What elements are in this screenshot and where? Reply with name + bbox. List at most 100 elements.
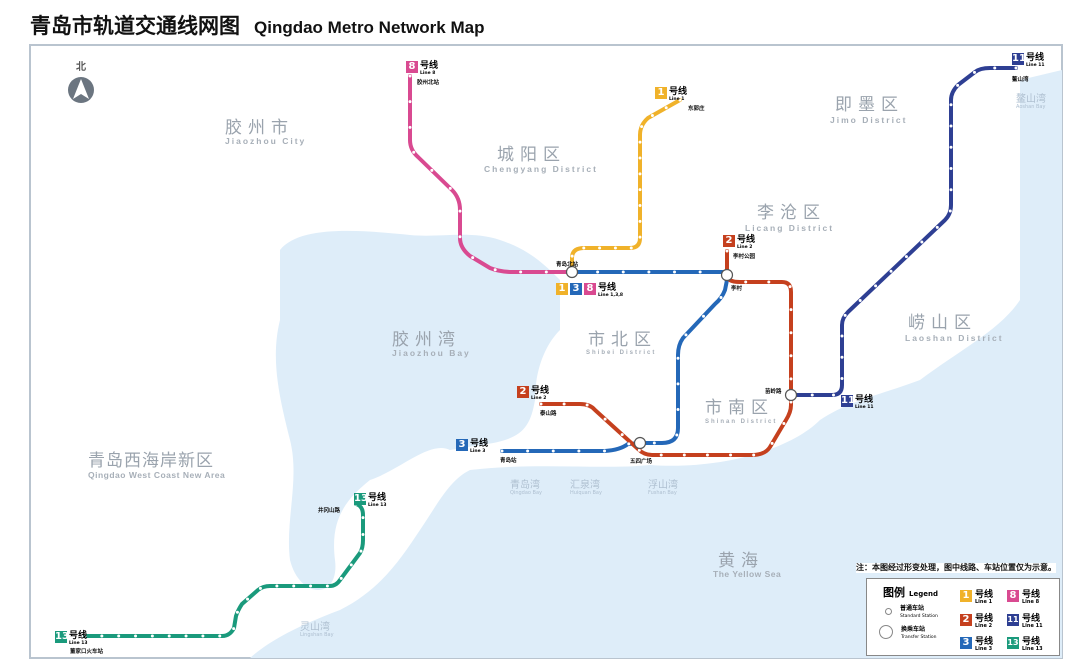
station-dot[interactable] [349,563,353,567]
station-dot[interactable] [810,393,814,397]
station-dot[interactable] [949,103,953,107]
station-dot[interactable] [100,634,104,638]
station-dot[interactable] [582,246,586,250]
station-dot[interactable] [789,377,793,381]
station-dot[interactable] [935,225,939,229]
station-dot[interactable] [167,634,171,638]
station-dot[interactable] [613,246,617,250]
station-dot[interactable] [638,172,642,176]
station-dot[interactable] [673,270,677,274]
station-dot[interactable] [702,314,706,318]
station-dot[interactable] [729,453,733,457]
transfer-station-may-fourth[interactable] [633,436,647,450]
station-dot[interactable] [134,634,138,638]
station-dot[interactable] [684,333,688,337]
station-dot[interactable] [767,280,771,284]
station-dot[interactable] [361,516,365,520]
station-dot[interactable] [246,597,250,601]
station-dot[interactable] [598,246,602,250]
station-dot[interactable] [675,433,679,437]
station-dot[interactable] [638,219,642,223]
station-dot[interactable] [258,586,262,590]
station-dot[interactable] [840,334,844,338]
station-dot[interactable] [309,584,313,588]
station-dot[interactable] [676,356,680,360]
station-dot[interactable] [408,125,412,129]
station-dot[interactable] [150,634,154,638]
station-dot[interactable] [408,74,412,78]
station-dot[interactable] [682,453,686,457]
station-dot[interactable] [831,393,835,397]
station-dot[interactable] [603,417,607,421]
station-dot[interactable] [659,453,663,457]
station-dot[interactable] [782,422,786,426]
station-dot[interactable] [458,209,462,213]
station-dot[interactable] [678,98,682,102]
station-dot[interactable] [705,453,709,457]
station-dot[interactable] [972,70,976,74]
station-dot[interactable] [1014,66,1018,70]
station-dot[interactable] [638,188,642,192]
station-dot[interactable] [117,634,121,638]
station-dot[interactable] [949,167,953,171]
station-dot[interactable] [789,400,793,404]
station-dot[interactable] [858,298,862,302]
station-dot[interactable] [570,254,574,258]
station-dot[interactable] [789,308,793,312]
station-dot[interactable] [500,449,504,453]
station-dot[interactable] [725,249,729,253]
station-dot[interactable] [904,255,908,259]
station-dot[interactable] [621,270,625,274]
station-dot[interactable] [83,634,87,638]
station-dot[interactable] [638,140,642,144]
station-dot[interactable] [638,156,642,160]
station-dot[interactable] [412,150,416,154]
station-dot[interactable] [637,448,641,452]
station-dot[interactable] [956,83,960,87]
station-dot[interactable] [292,584,296,588]
station-dot[interactable] [949,145,953,149]
station-dot[interactable] [596,270,600,274]
transfer-station-miaoling[interactable] [784,388,798,402]
station-dot[interactable] [585,403,589,407]
station-dot[interactable] [874,284,878,288]
station-dot[interactable] [627,442,631,446]
station-dot[interactable] [889,269,893,273]
station-dot[interactable] [789,331,793,335]
station-dot[interactable] [519,270,523,274]
station-dot[interactable] [359,549,363,553]
station-dot[interactable] [652,441,656,445]
station-dot[interactable] [448,186,452,190]
station-dot[interactable] [544,270,548,274]
station-dot[interactable] [184,634,188,638]
station-dot[interactable] [235,610,239,614]
station-dot[interactable] [471,256,475,260]
station-dot[interactable] [676,408,680,412]
station-dot[interactable] [325,584,329,588]
station-dot[interactable] [744,280,748,284]
station-dot[interactable] [770,441,774,445]
station-dot[interactable] [577,449,581,453]
station-dot[interactable] [840,355,844,359]
station-dot[interactable] [493,268,497,272]
station-dot[interactable] [650,114,654,118]
station-dot[interactable] [664,106,668,110]
transfer-station-licun[interactable] [720,268,734,282]
station-dot[interactable] [789,354,793,358]
station-dot[interactable] [638,203,642,207]
station-dot[interactable] [620,433,624,437]
station-dot[interactable] [562,402,566,406]
transfer-station-qingdao-north[interactable] [565,265,579,279]
station-dot[interactable] [201,634,205,638]
station-dot[interactable] [920,240,924,244]
station-dot[interactable] [719,296,723,300]
station-dot[interactable] [948,209,952,213]
station-dot[interactable] [949,124,953,128]
